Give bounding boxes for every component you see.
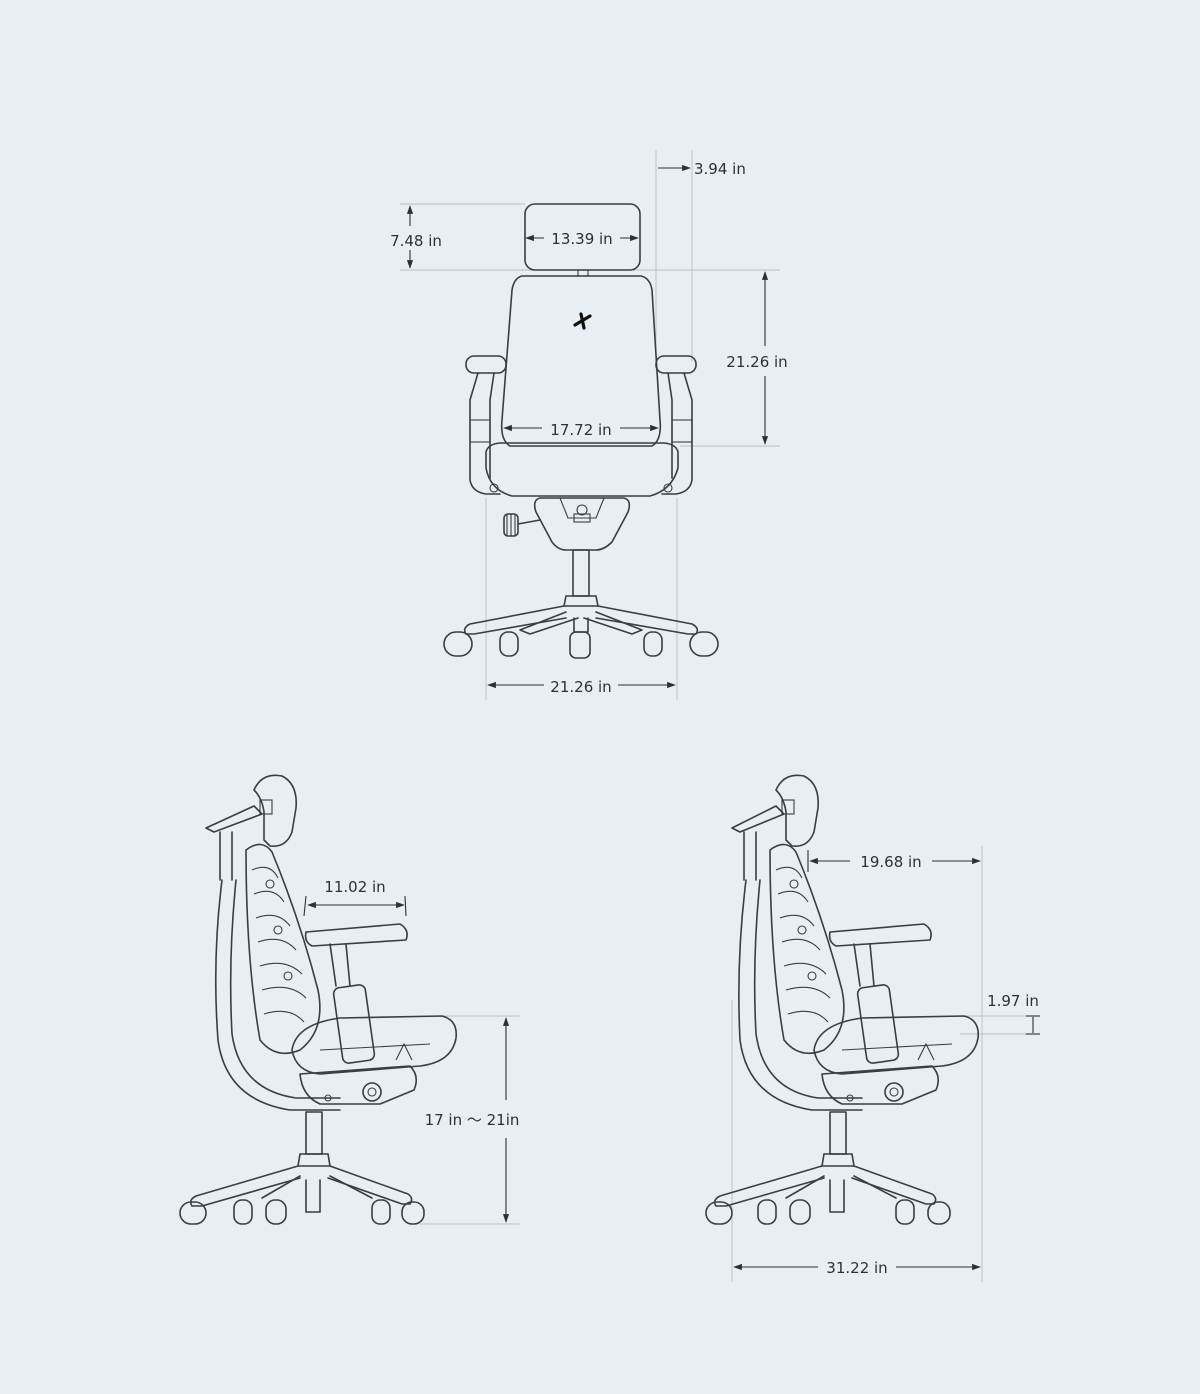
base-width-label: 21.26 in [550, 678, 611, 696]
front-backrest [500, 275, 662, 447]
right-headrest [775, 774, 820, 848]
headrest-offset-label: 3.94 in [694, 160, 746, 178]
right-reference-lines [731, 846, 1040, 1282]
right-mechanism [821, 1042, 940, 1105]
left-base [189, 1165, 413, 1213]
left-backrest-ribs [251, 866, 307, 1023]
backrest-height-label: 21.26 in [726, 353, 787, 371]
right-back-frame [738, 879, 863, 1111]
left-headrest [253, 774, 298, 848]
seat-width-label: 17.72 in [550, 421, 611, 439]
headrest-height-label: 7.48 in [390, 232, 442, 250]
left-reference-lines [420, 1015, 520, 1225]
left-gas-lift [305, 1111, 323, 1155]
front-casters [443, 631, 719, 659]
overall-depth-label: 31.22 in [826, 1259, 887, 1277]
left-mechanism [299, 1042, 418, 1105]
front-seat [485, 442, 679, 497]
front-mechanism [503, 497, 631, 551]
front-base [463, 605, 699, 635]
right-casters [705, 1199, 951, 1225]
front-right-armrest [655, 355, 697, 495]
left-casters [179, 1199, 425, 1225]
brand-logo-icon [573, 312, 592, 330]
right-backrest-ribs [775, 866, 831, 1023]
left-backrest [245, 843, 321, 1055]
right-gas-lift [829, 1111, 847, 1155]
left-back-frame [214, 879, 341, 1111]
left-seat [291, 1015, 458, 1075]
left-dimensions: 11.02 in 17 in ～ 21in [303, 878, 520, 1223]
seat-depth-adjust-label: 1.97 in [987, 992, 1039, 1010]
front-gas-lift [572, 549, 590, 597]
front-left-armrest [465, 355, 507, 495]
right-seat [813, 1015, 980, 1075]
front-dimensions: 13.39 in 7.48 in 3.94 in 21.26 in 17.72 … [390, 160, 788, 696]
side-view-right: 19.68 in 1.97 in 31.22 in [705, 774, 1040, 1282]
right-armrest [828, 923, 932, 1064]
left-armrest [304, 923, 408, 1064]
right-dimensions: 19.68 in 1.97 in 31.22 in [733, 850, 1040, 1277]
seat-to-back-depth-label: 19.68 in [860, 853, 921, 871]
armrest-depth-label: 11.02 in [324, 878, 385, 896]
right-backrest [769, 843, 845, 1055]
right-base [713, 1165, 937, 1213]
front-view: 13.39 in 7.48 in 3.94 in 21.26 in 17.72 … [390, 150, 788, 700]
seat-height-label: 17 in ～ 21in [425, 1111, 520, 1129]
front-reference-lines [400, 150, 780, 700]
headrest-width-label: 13.39 in [551, 230, 612, 248]
side-view-left: 11.02 in 17 in ～ 21in [179, 774, 520, 1225]
